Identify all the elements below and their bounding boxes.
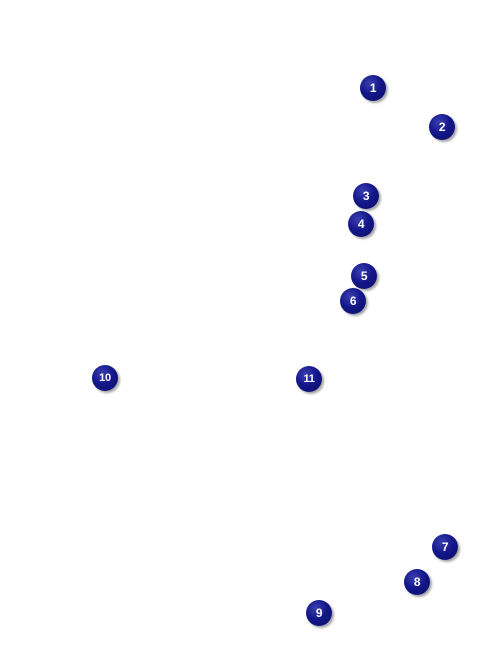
marker-label: 2	[438, 120, 446, 134]
numbered-marker-10[interactable]: 10	[92, 365, 118, 391]
numbered-marker-11[interactable]: 11	[296, 366, 322, 392]
marker-label: 5	[360, 269, 368, 283]
numbered-marker-7[interactable]: 7	[432, 534, 458, 560]
numbered-marker-2[interactable]: 2	[429, 114, 455, 140]
numbered-marker-9[interactable]: 9	[306, 600, 332, 626]
marker-label: 8	[413, 575, 421, 589]
numbered-marker-4[interactable]: 4	[348, 211, 374, 237]
marker-label: 4	[357, 217, 365, 231]
marker-label: 9	[315, 606, 323, 620]
numbered-marker-1[interactable]: 1	[360, 75, 386, 101]
numbered-marker-5[interactable]: 5	[351, 263, 377, 289]
marker-label: 10	[99, 371, 111, 384]
marker-label: 7	[441, 540, 449, 554]
numbered-marker-3[interactable]: 3	[353, 183, 379, 209]
numbered-marker-8[interactable]: 8	[404, 569, 430, 595]
marker-label: 6	[349, 294, 357, 308]
marker-label: 3	[362, 189, 370, 203]
numbered-marker-6[interactable]: 6	[340, 288, 366, 314]
marker-label: 11	[303, 372, 315, 385]
marker-label: 1	[369, 81, 377, 95]
